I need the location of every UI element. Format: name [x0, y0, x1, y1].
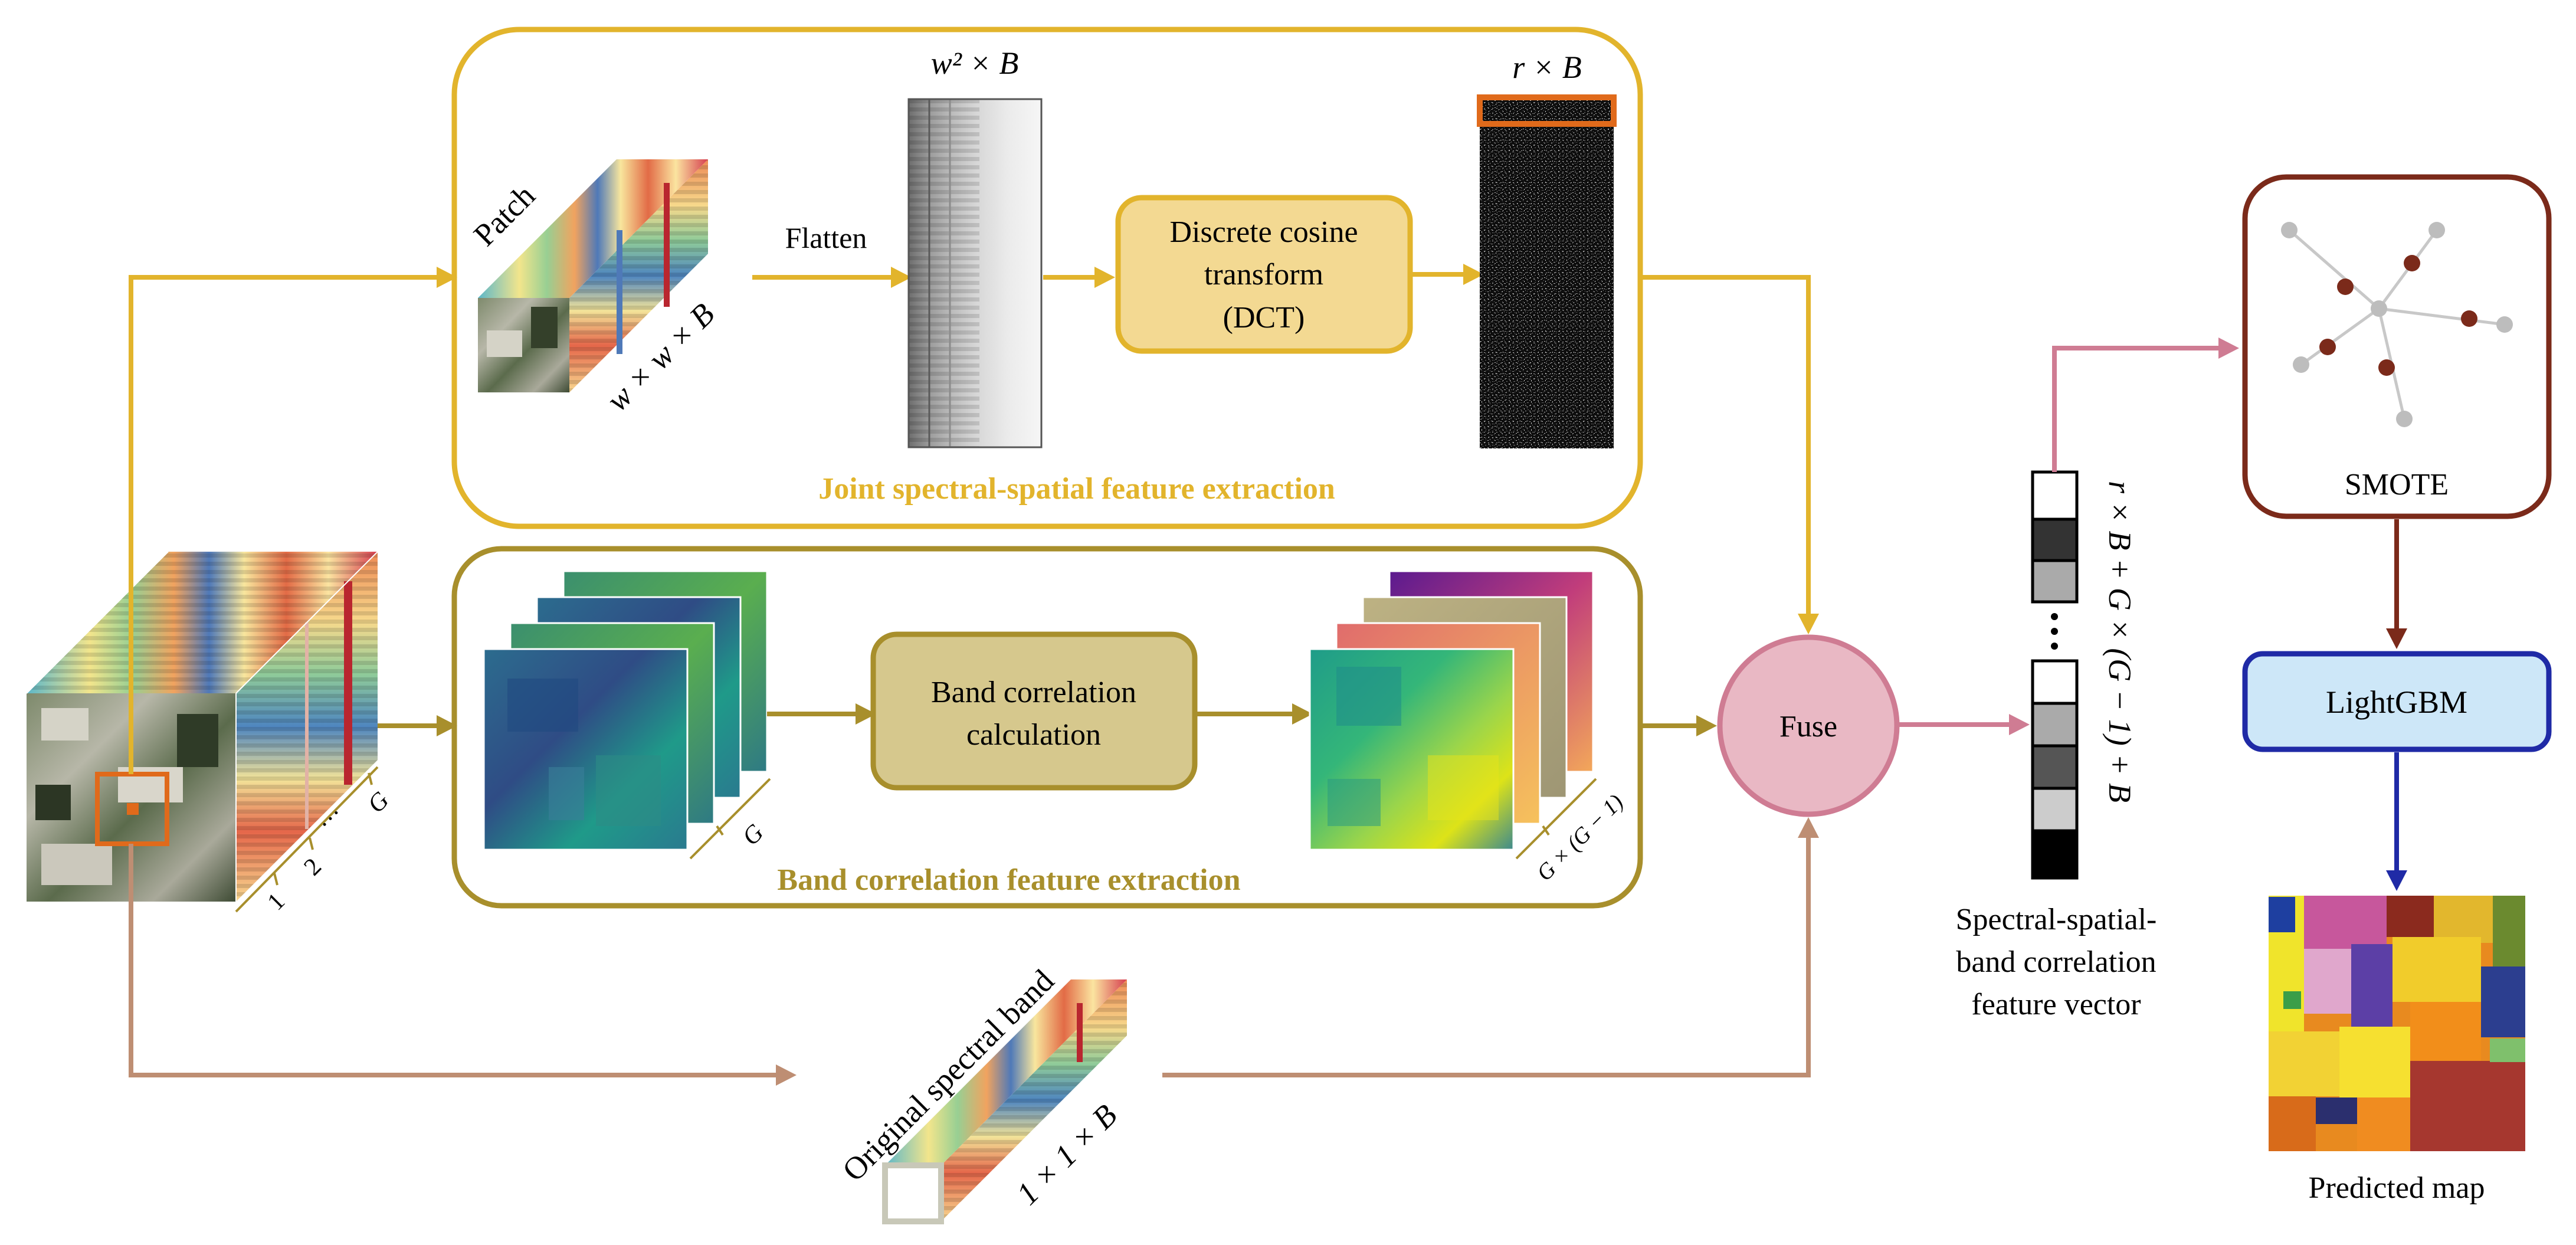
vector-caption-line2: band correlation [1956, 945, 2156, 979]
connector-joint [129, 267, 457, 774]
dct-label-line2: transform [1204, 258, 1323, 291]
dct-label-line1: Discrete cosine [1169, 215, 1358, 249]
pixel-column-icon [882, 979, 1127, 1224]
flatten-arrow [752, 267, 912, 288]
dct-matrix-icon [1477, 94, 1617, 448]
band-corr-label-line2: calculation [966, 718, 1101, 752]
vector-to-smote-arrow [2052, 338, 2239, 472]
feature-vector-icon [2031, 470, 2079, 880]
hyperspectral-cube-icon [26, 551, 379, 913]
flatten-label: Flatten [785, 221, 867, 254]
cube-tick-g: G [363, 787, 395, 818]
band-corr-label-line1: Band correlation [931, 676, 1136, 709]
lightgbm-label: LightGBM [2326, 684, 2467, 720]
original-to-fuse-arrow [1162, 817, 1819, 1077]
smote-box [2242, 174, 2552, 519]
band-corr-box [870, 631, 1198, 791]
patch-label: Patch [467, 178, 542, 253]
vector-caption-line3: feature vector [1971, 988, 2141, 1021]
joint-to-fuse-arrow [1640, 275, 1819, 634]
rxb-label: r × B [1512, 50, 1581, 85]
fuse-node [1717, 634, 1900, 817]
correlation-maps-icon [1309, 570, 1597, 860]
corr-to-maps-arrow [1197, 703, 1313, 725]
connector-original [129, 844, 797, 1086]
fuse-to-vector-arrow [1898, 714, 2030, 735]
smote-graph-icon [2281, 222, 2513, 427]
spectral-matrix-icon [907, 98, 1043, 448]
matrix-to-dct-arrow [1043, 267, 1115, 288]
lightgbm-box [2242, 651, 2552, 752]
corr-dims-label: G × (G − 1) [1532, 789, 1628, 886]
cube-tick-1: 1 [263, 888, 290, 916]
vector-dims-label: r × B + G × (G − 1) + B [2102, 481, 2138, 802]
dct-to-matrix-arrow [1411, 264, 1484, 285]
smote-to-lightgbm-arrow [2386, 519, 2407, 649]
band-to-fuse-arrow [1640, 715, 1717, 736]
predicted-map-icon [2269, 896, 2525, 1151]
lightgbm-to-map-arrow [2386, 752, 2407, 891]
band-images-icon [483, 570, 771, 860]
dct-label-line3: (DCT) [1223, 301, 1305, 335]
dct-box [1115, 195, 1413, 354]
predicted-map-label: Predicted map [2309, 1171, 2485, 1205]
joint-section-title: Joint spectral-spatial feature extractio… [818, 472, 1335, 506]
connector-band [378, 715, 457, 736]
w2b-label: w² × B [931, 45, 1019, 81]
band-g-label: G [738, 819, 769, 851]
smote-label: SMOTE [2345, 468, 2449, 502]
fuse-label: Fuse [1779, 710, 1837, 743]
vector-caption-line1: Spectral-spatial- [1956, 903, 2157, 936]
cube-tick-2: 2 [299, 853, 327, 881]
band-section-title: Band correlation feature extraction [777, 863, 1240, 897]
bands-to-corr-arrow [767, 703, 876, 725]
patch-cube-icon [478, 159, 708, 392]
